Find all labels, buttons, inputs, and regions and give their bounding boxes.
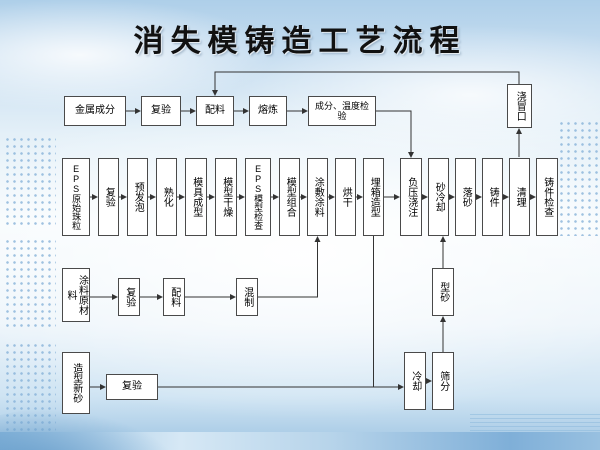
page-title: 消失模铸造工艺流程 <box>133 25 467 58</box>
connectors-sand-row <box>90 236 446 390</box>
connector-riser-return <box>212 71 520 96</box>
connectors-coating-row <box>90 236 321 300</box>
node-batching-coating: 配料 <box>163 278 185 316</box>
node-pre-foaming: 预发泡 <box>127 158 148 236</box>
node-metal-composition: 金属成分 <box>64 96 126 126</box>
node-recheck-coating: 复验 <box>118 278 140 316</box>
node-casting: 铸件 <box>482 158 503 236</box>
node-eps-pattern-inspection: EPS模型检查 <box>245 158 271 236</box>
dot-grid-left-2 <box>4 238 56 330</box>
node-new-sand: 造型新砂 <box>62 352 90 414</box>
node-mixing: 混制 <box>236 278 258 316</box>
node-comp-temp-inspection: 成分、温度检验 <box>308 96 376 126</box>
node-riser: 浇冒口 <box>507 84 532 128</box>
connectors-metal-row <box>126 71 522 158</box>
node-molding-sand: 型砂 <box>432 268 454 316</box>
node-mold-forming: 模具成型 <box>185 158 207 236</box>
dot-grid-right <box>558 120 598 236</box>
node-batching-metal: 配料 <box>196 96 234 126</box>
node-melting: 熔炼 <box>249 96 287 126</box>
node-recheck-sand: 复验 <box>106 374 158 400</box>
node-coating-materials: 涂料原材料 <box>62 268 90 322</box>
node-sieving: 筛分 <box>432 352 454 410</box>
node-recheck-eps: 复验 <box>98 158 119 236</box>
node-cooling: 冷却 <box>404 352 426 410</box>
node-recheck-metal: 复验 <box>141 96 181 126</box>
node-casting-inspection: 铸件检查 <box>536 158 558 236</box>
node-pattern-assembly: 模型组合 <box>279 158 300 236</box>
node-curing: 熟化 <box>156 158 177 236</box>
node-shakeout: 落砂 <box>455 158 476 236</box>
node-coating-application: 涂敷涂料 <box>307 158 328 236</box>
node-drying: 烘干 <box>335 158 356 236</box>
node-pattern-drying: 模型干燥 <box>215 158 237 236</box>
node-cleaning: 清理 <box>509 158 530 236</box>
node-vacuum-pouring: 负压浇注 <box>400 158 422 236</box>
dot-grid-left-1 <box>4 136 56 226</box>
node-box-molding: 埋箱造型 <box>363 158 384 236</box>
node-eps-beads: EPS原始珠粒 <box>62 158 90 236</box>
connector-mixing-to-coating <box>258 236 321 298</box>
connector-inspection-to-pouring <box>376 110 414 158</box>
node-sand-cooling: 砂冷却 <box>428 158 449 236</box>
